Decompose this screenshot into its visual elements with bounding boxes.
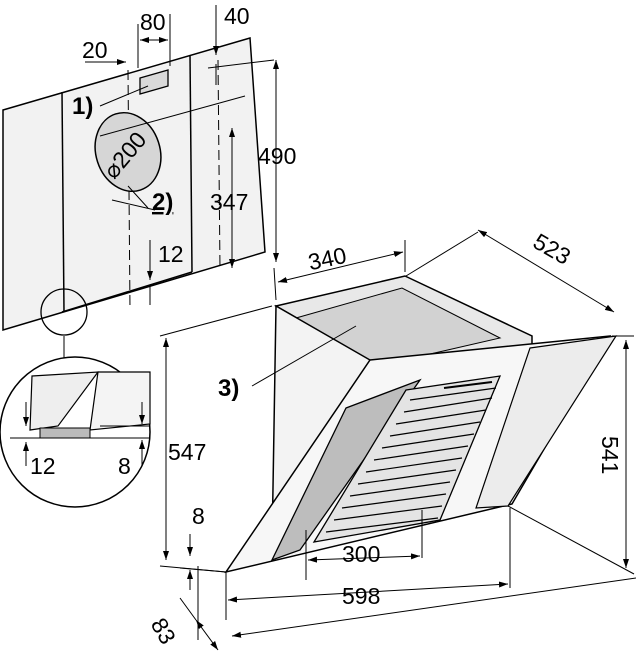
dim-547: 547 bbox=[168, 439, 206, 465]
dim-541: 541 bbox=[597, 436, 623, 474]
grease-filter-slats bbox=[325, 387, 497, 533]
detail-dim-8: 8 bbox=[118, 453, 131, 479]
dim-300: 300 bbox=[342, 541, 380, 567]
callout-1: 1) bbox=[72, 93, 93, 120]
dim-40: 40 bbox=[224, 3, 250, 29]
dim-8: 8 bbox=[192, 503, 205, 529]
dim-340: 340 bbox=[306, 242, 349, 275]
callout-3: 3) bbox=[218, 375, 239, 402]
dim-83: 83 bbox=[146, 613, 181, 648]
dim-598: 598 bbox=[342, 583, 380, 609]
cooker-hood bbox=[224, 275, 618, 574]
dim-523: 523 bbox=[529, 228, 575, 270]
detail-view bbox=[0, 288, 151, 508]
dim-80: 80 bbox=[140, 9, 166, 35]
wall-mounting-panel bbox=[2, 37, 266, 332]
dim-20: 20 bbox=[82, 37, 108, 63]
dim-490: 490 bbox=[258, 143, 296, 169]
wall-dimension-lines bbox=[85, 5, 279, 305]
hood-dimension-lines bbox=[159, 229, 636, 651]
mounting-bracket-cutout bbox=[139, 69, 169, 95]
dim-12: 12 bbox=[158, 241, 184, 267]
dim-347: 347 bbox=[210, 189, 248, 215]
callout-2: 2) bbox=[152, 189, 173, 216]
detail-dim-12: 12 bbox=[30, 453, 56, 479]
